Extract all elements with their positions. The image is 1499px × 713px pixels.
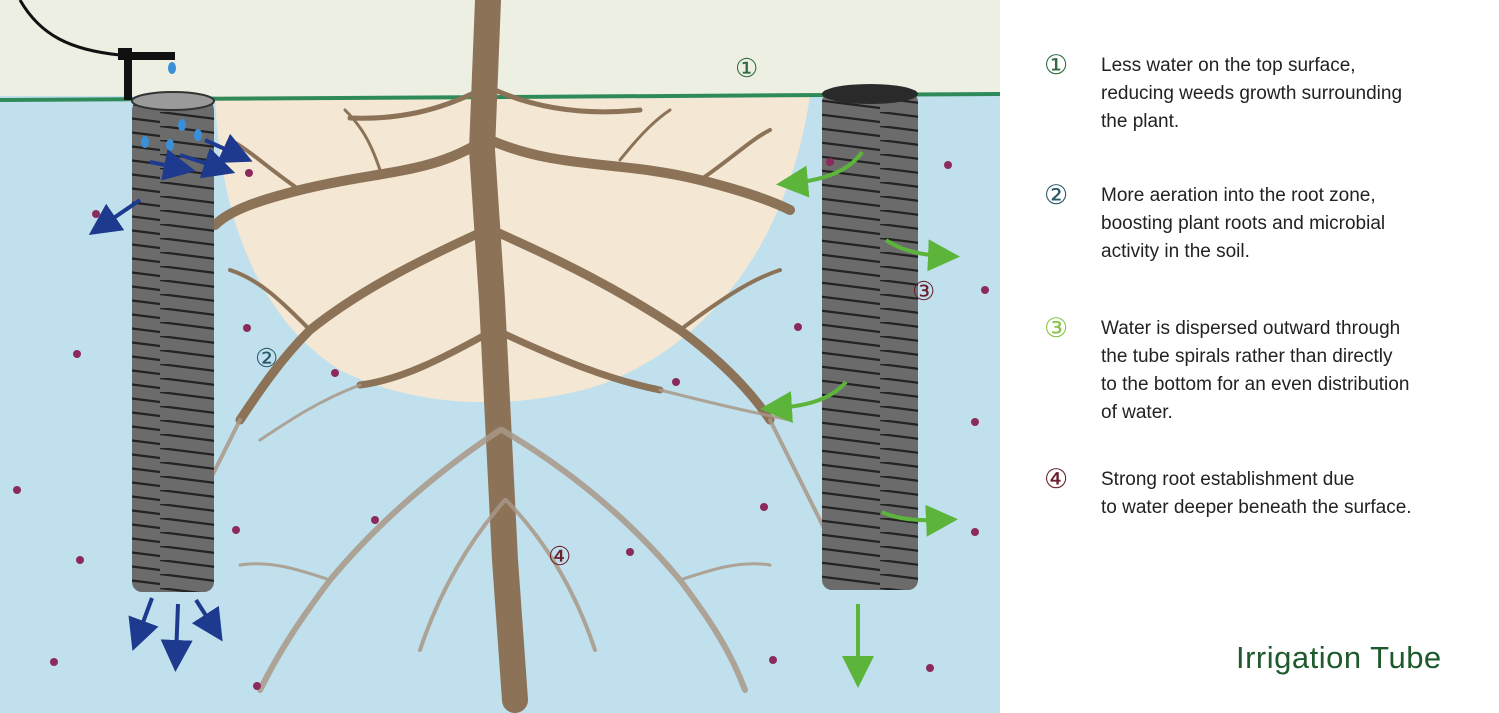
diagram-label-2: ② — [255, 344, 278, 374]
diagram-label-4: ④ — [548, 542, 571, 572]
legend-text-2: More aeration into the root zone, boosti… — [1101, 185, 1386, 262]
product-title: Irrigation Tube — [1236, 640, 1442, 675]
left-tube-water-drops — [141, 119, 202, 151]
deep-roots — [178, 383, 832, 693]
legend-text-4: Strong root establishment due to water d… — [1101, 469, 1412, 518]
diagram-label-1: ① — [735, 54, 758, 84]
legend-text-1: Less water on the top surface, reducing … — [1101, 55, 1403, 132]
legend-number-3: ③ — [1044, 313, 1069, 344]
tree-roots — [210, 0, 795, 713]
green-water-arrows — [760, 150, 960, 688]
blue-water-arrows — [88, 133, 253, 672]
right-tube — [822, 84, 918, 590]
diagram-label-3: ③ — [912, 277, 935, 307]
drip-emitter — [118, 48, 175, 100]
legend: ① Less water on the top surface, reducin… — [1040, 0, 1480, 713]
drip-line — [18, 0, 121, 57]
irrigation-diagram: ① ② ③ ④ — [0, 0, 1000, 713]
legend-number-2: ② — [1044, 180, 1069, 211]
legend-number-1: ① — [1044, 50, 1069, 81]
left-tube — [131, 91, 215, 592]
legend-text-3: Water is dispersed outward through the t… — [1101, 318, 1410, 423]
soil-particles — [13, 158, 989, 690]
water-drop — [168, 62, 176, 74]
legend-number-4: ④ — [1044, 464, 1069, 495]
